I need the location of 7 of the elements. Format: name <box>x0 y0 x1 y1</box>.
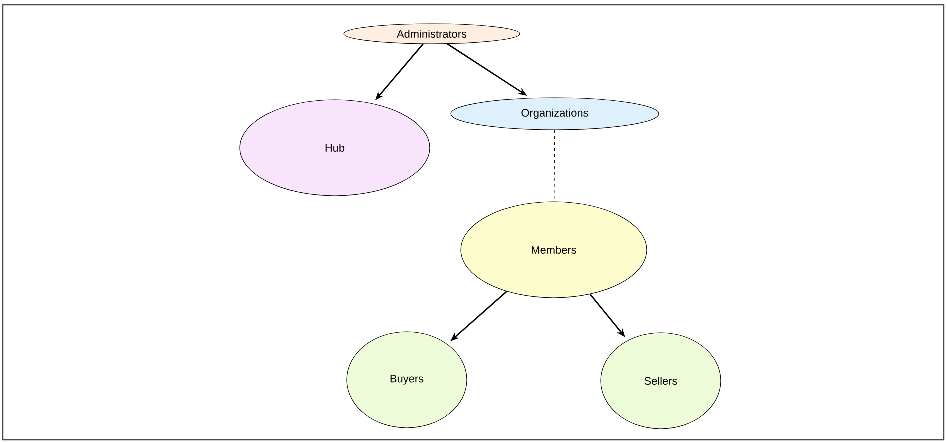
ellipse-node: Organizations <box>450 98 660 130</box>
ellipse-node: Buyers <box>346 332 468 428</box>
ellipse-node: Administrators <box>344 24 520 44</box>
ellipse-node: Hub <box>240 100 430 196</box>
connector-line <box>554 130 556 202</box>
ellipse-node: Members <box>460 202 648 298</box>
ellipse-node: Sellers <box>600 332 722 430</box>
